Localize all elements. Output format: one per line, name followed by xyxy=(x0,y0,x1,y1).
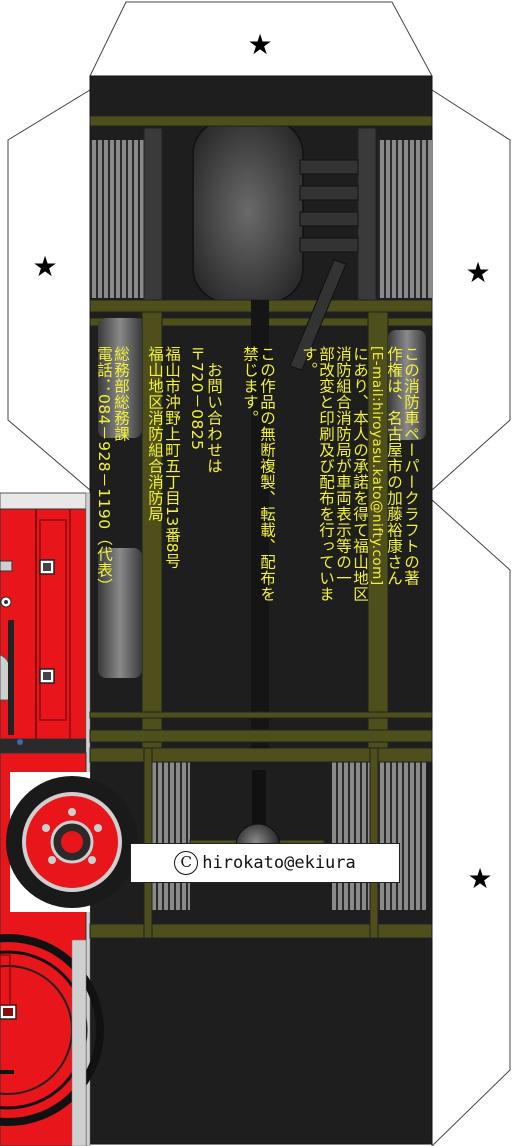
star-left-mark: ★ xyxy=(32,250,57,283)
notice-line-10: お問い合わせは xyxy=(205,346,223,474)
copyright-icon: C xyxy=(174,851,199,875)
notice-line-8: この作品の無断複製、転載、配布を xyxy=(258,346,276,602)
notice-line-9: 禁じます。 xyxy=(241,346,259,426)
star-right-lower-mark: ★ xyxy=(467,862,492,895)
right-lower-flap xyxy=(431,498,511,1146)
notice-line-1: この消防車ペーパークラフトの著 xyxy=(402,346,420,586)
notice-line-4: にあり、本人の承諾を得て福山地区 xyxy=(351,346,369,602)
notice-line-5: 消防組合消防局が車両表示等の一 xyxy=(334,346,352,586)
notice-line-6: 部改変と印刷及び配布を行っていま xyxy=(317,346,335,602)
notice-line-13: 福山地区消防組合消防局 xyxy=(146,346,164,522)
right-upper-flap xyxy=(431,89,511,492)
front-chassis xyxy=(89,115,433,749)
notice-line-15: 電話：084－928－1190（代表） xyxy=(95,346,113,594)
notice-line-7: す。 xyxy=(300,346,318,378)
notice-line-2: 作権は、名古屋市の加藤裕康さん xyxy=(385,346,403,586)
notice-line-11: 〒720－0825 xyxy=(188,346,206,451)
left-flap xyxy=(7,89,91,492)
truck-side-panel xyxy=(0,492,138,1146)
notice-line-3: [E-mail:hiroyasu.kato@nifty.com] xyxy=(369,346,385,586)
copyright-box: C hirokato@ekiura xyxy=(130,843,400,883)
notice-line-12: 福山市沖野上町五丁目13番8号 xyxy=(163,346,181,570)
star-right-mark: ★ xyxy=(465,256,490,289)
star-top-mark: ★ xyxy=(247,28,272,61)
copyright-text: hirokato@ekiura xyxy=(202,853,356,873)
notice-line-14: 総務部総務課 xyxy=(112,346,130,442)
